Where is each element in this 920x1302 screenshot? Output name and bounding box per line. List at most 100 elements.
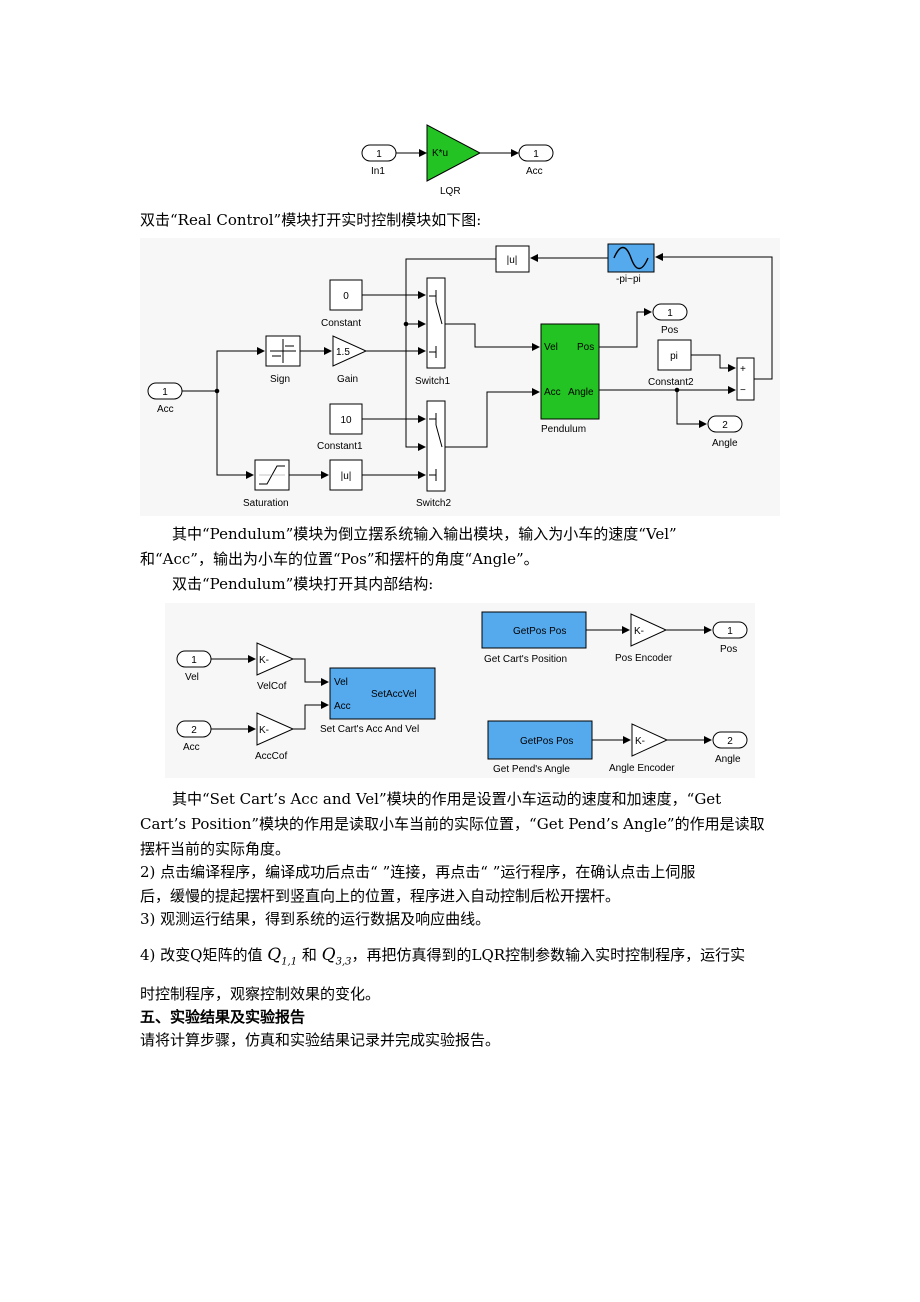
velcof-gain-block[interactable]: K-: [256, 642, 295, 676]
lqr-label: LQR: [440, 186, 461, 197]
svg-text:K-: K-: [634, 626, 644, 637]
svg-text:1: 1: [727, 626, 733, 637]
svg-text:2: 2: [727, 736, 733, 747]
wires: [182, 253, 773, 479]
get-cart-position-block[interactable]: GetPos Pos: [481, 611, 587, 649]
angle-out-port[interactable]: 2: [707, 415, 743, 433]
gain-block[interactable]: 1.5: [332, 335, 368, 367]
svg-text:+: +: [740, 364, 746, 375]
saturation-block[interactable]: [254, 459, 290, 491]
get-cart-position-label: Get Cart's Position: [484, 654, 567, 665]
paragraph-set-cart-2: Cart’s Position”模块的作用是读取小车当前的实际位置，“Get P…: [140, 815, 765, 833]
pendulum-block[interactable]: Vel Pos Acc Angle: [540, 323, 600, 420]
constant1-block[interactable]: 10: [329, 403, 363, 435]
diagram-background: [165, 603, 755, 778]
acc-in-label: Acc: [183, 742, 200, 753]
lqr-gain-block[interactable]: K*u: [426, 124, 482, 182]
vel-in-label: Vel: [185, 672, 199, 683]
gain-label: Gain: [337, 374, 358, 385]
wires: [211, 626, 712, 744]
switch1-label: Switch1: [415, 376, 450, 387]
pos-out-port[interactable]: 1: [712, 621, 748, 639]
acc-in-port[interactable]: 2: [176, 720, 212, 738]
acc-out-port[interactable]: 1: [518, 144, 554, 162]
switch2-block[interactable]: [426, 400, 446, 492]
abs-bottom-block[interactable]: |u|: [329, 459, 363, 491]
svg-text:K-: K-: [259, 655, 269, 666]
svg-text:−: −: [740, 385, 746, 396]
diagram-background: [140, 238, 780, 516]
paragraph-pendulum-1: 其中“Pendulum”模块为倒立摆系统输入输出模块，输入为小车的速度“Vel”: [172, 525, 677, 543]
step-4-line-1: 4) 改变Q矩阵的值 Q1,1 和 Q3,3，再把仿真得到的LQR控制参数输入实…: [140, 942, 800, 975]
svg-text:K-: K-: [635, 736, 645, 747]
set-acc-vel-block[interactable]: Vel Acc SetAccVel: [329, 667, 436, 720]
get-pend-angle-block[interactable]: GetPos Pos: [487, 720, 593, 760]
svg-text:K*u: K*u: [432, 148, 448, 159]
angle-out-label: Angle: [715, 754, 741, 765]
sine-wrap-block[interactable]: [607, 243, 655, 273]
in1-port[interactable]: 1: [361, 144, 397, 162]
constant1-label: Constant1: [317, 441, 363, 452]
svg-text:pi: pi: [670, 351, 678, 362]
svg-text:1: 1: [667, 308, 673, 319]
svg-text:1: 1: [191, 655, 197, 666]
section-heading-5: 五、实验结果及实验报告: [140, 1008, 306, 1026]
svg-text:Vel: Vel: [544, 342, 558, 353]
svg-text:2: 2: [722, 420, 728, 431]
svg-text:0: 0: [343, 291, 349, 302]
switch2-label: Switch2: [416, 498, 451, 509]
step-4-suffix: ，再把仿真得到的LQR控制参数输入实时控制程序，运行实: [351, 946, 746, 964]
paragraph-pendulum-2: 和“Acc”，输出为小车的位置“Pos”和摆杆的角度“Angle”。: [140, 550, 539, 568]
constant-label: Constant: [321, 318, 361, 329]
pos-encoder-block[interactable]: K-: [630, 613, 668, 647]
svg-text:1.5: 1.5: [336, 347, 350, 358]
svg-text:SetAccVel: SetAccVel: [371, 689, 417, 700]
paragraph-pendulum-3: 双击“Pendulum”模块打开其内部结构:: [172, 575, 434, 593]
svg-text:|u|: |u|: [341, 471, 352, 482]
sum-block[interactable]: + −: [736, 357, 755, 401]
angle-encoder-block[interactable]: K-: [631, 723, 669, 757]
svg-text:1: 1: [533, 149, 539, 160]
acc-in-port[interactable]: 1: [147, 382, 183, 400]
final-paragraph: 请将计算步骤，仿真和实验结果记录并完成实验报告。: [140, 1031, 501, 1049]
svg-text:2: 2: [191, 725, 197, 736]
sign-block[interactable]: [265, 335, 301, 367]
svg-text:Acc: Acc: [544, 387, 561, 398]
acccof-gain-block[interactable]: K-: [256, 712, 295, 746]
q11-symbol: Q1,1: [267, 945, 298, 968]
in1-label: In1: [371, 166, 385, 177]
step-3: 3) 观测运行结果，得到系统的运行数据及响应曲线。: [140, 910, 491, 928]
pendulum-internal-diagram: 1 Vel K- VelCof 2 Acc K- AccCof Vel Acc …: [165, 603, 755, 778]
constant2-block[interactable]: pi: [657, 339, 692, 371]
acc-in-label: Acc: [157, 404, 174, 415]
get-pend-angle-label: Get Pend's Angle: [493, 764, 570, 775]
abs-top-block[interactable]: |u|: [495, 245, 530, 273]
switch1-block[interactable]: [426, 277, 446, 369]
step-2-line-1: 2) 点击编译程序，编译成功后点击“ ”连接，再点击“ ”运行程序，在确认点击上…: [140, 863, 696, 881]
real-control-diagram: |u| -pi~pi 0 Constant Sign 1.5 Gain Swit…: [140, 238, 780, 516]
pos-out-port[interactable]: 1: [652, 303, 688, 321]
acccof-label: AccCof: [255, 751, 287, 762]
set-acc-vel-label: Set Cart's Acc And Vel: [320, 724, 419, 735]
angle-out-port[interactable]: 2: [712, 731, 748, 749]
step-4-and: 和: [301, 946, 317, 964]
step-4-line-2: 时控制程序，观察控制效果的变化。: [140, 985, 381, 1003]
paragraph-set-cart-1: 其中“Set Cart’s Acc and Vel”模块的作用是设置小车运动的速…: [172, 790, 722, 808]
svg-text:GetPos Pos: GetPos Pos: [513, 626, 566, 637]
vel-in-port[interactable]: 1: [176, 650, 212, 668]
constant2-label: Constant2: [648, 377, 694, 388]
velcof-label: VelCof: [257, 681, 287, 692]
constant-block[interactable]: 0: [329, 279, 363, 311]
svg-text:1: 1: [376, 149, 382, 160]
svg-text:Pos: Pos: [577, 342, 594, 353]
svg-text:Angle: Angle: [568, 387, 594, 398]
sign-label: Sign: [270, 374, 290, 385]
svg-text:|u|: |u|: [507, 255, 518, 266]
svg-text:K-: K-: [259, 725, 269, 736]
svg-text:GetPos Pos: GetPos Pos: [520, 736, 573, 747]
step-4-prefix: 4) 改变Q矩阵的值: [140, 946, 263, 964]
angle-out-label: Angle: [712, 438, 738, 449]
lqr-diagram: 1 In1 K*u LQR 1 Acc: [361, 124, 554, 197]
svg-text:Vel: Vel: [334, 677, 348, 688]
pos-out-label: Pos: [720, 644, 737, 655]
